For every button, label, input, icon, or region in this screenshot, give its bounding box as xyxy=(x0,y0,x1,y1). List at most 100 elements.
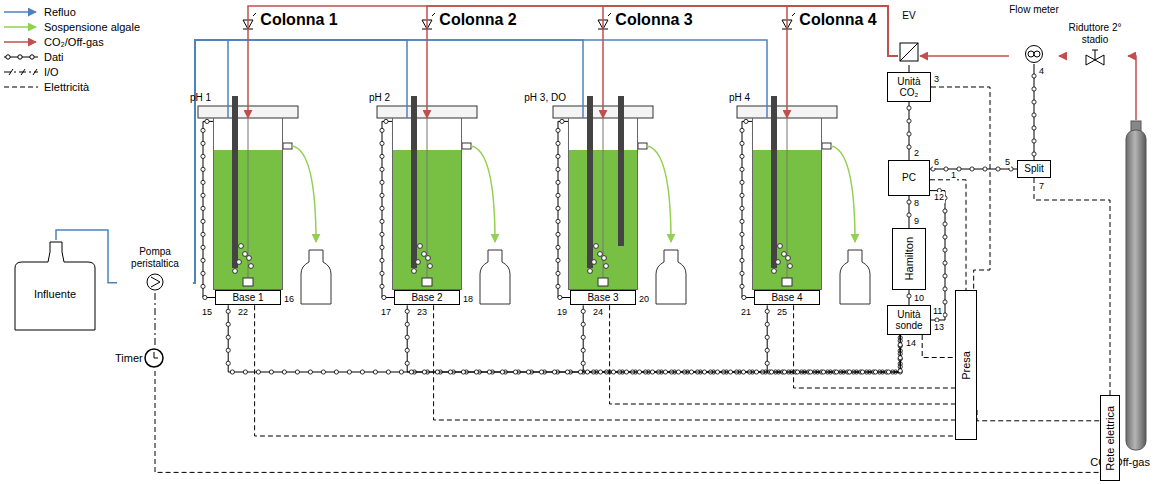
data-dot xyxy=(203,295,207,299)
data-dot xyxy=(539,370,543,374)
data-dot xyxy=(765,322,769,326)
node-label: EV xyxy=(902,10,915,22)
data-dot xyxy=(556,180,560,184)
data-dot xyxy=(556,193,560,197)
node-label: Base 3 xyxy=(587,292,618,304)
callout-number: 4 xyxy=(1038,66,1045,77)
callout-number: 8 xyxy=(913,198,920,209)
bubble xyxy=(782,252,787,257)
overflow-port xyxy=(638,143,647,149)
connector xyxy=(931,87,990,290)
connector xyxy=(193,40,583,283)
column-title: Colonna 3 xyxy=(615,11,692,29)
data-dot xyxy=(552,370,556,374)
data-dot xyxy=(740,219,744,223)
data-dot xyxy=(380,284,384,288)
callout-number: 5 xyxy=(1004,157,1011,168)
bubble xyxy=(422,252,427,257)
data-dot xyxy=(380,258,384,262)
data-dot xyxy=(740,245,744,249)
data-dot xyxy=(769,370,773,374)
node-label: Unità sonde xyxy=(889,309,929,332)
data-dot xyxy=(560,119,564,123)
data-dot xyxy=(380,206,384,210)
data-dot xyxy=(765,348,769,352)
data-dot xyxy=(399,370,403,374)
connector xyxy=(930,180,966,290)
data-dot xyxy=(201,167,205,171)
connector xyxy=(583,305,900,372)
data-dot xyxy=(702,370,706,374)
legend-text: I/O xyxy=(44,65,59,79)
bubble xyxy=(243,252,248,257)
data-dot xyxy=(1032,126,1036,130)
bubble xyxy=(598,252,603,257)
node-label: pH 4 xyxy=(729,92,750,104)
data-dot xyxy=(943,274,947,278)
data-dot xyxy=(556,206,560,210)
data-dot xyxy=(230,370,234,374)
column-title: Colonna 1 xyxy=(260,11,337,29)
data-dot xyxy=(556,271,560,275)
instrument: Riduttore 2° stadio xyxy=(1062,22,1128,66)
data-dot xyxy=(461,370,465,374)
data-dot xyxy=(943,235,947,239)
bubble xyxy=(412,269,417,274)
data-dot xyxy=(334,370,338,374)
data-dot xyxy=(201,258,205,262)
drawing-part xyxy=(1034,51,1040,57)
data-dot xyxy=(611,370,615,374)
data-dot xyxy=(970,167,974,171)
legend-line xyxy=(4,72,38,73)
data-dot xyxy=(558,295,562,299)
legend-text: Dati xyxy=(44,50,64,64)
legend-line xyxy=(4,11,36,13)
data-dot xyxy=(226,348,230,352)
process-box: Rete elettrica xyxy=(1100,395,1120,481)
data-dot xyxy=(409,370,413,374)
data-dot xyxy=(226,309,230,313)
data-dot xyxy=(347,370,351,374)
probe xyxy=(587,96,593,268)
diffuser xyxy=(598,278,608,286)
bubble xyxy=(237,260,242,265)
flowmeter-symbol xyxy=(1024,44,1044,64)
data-dot xyxy=(380,232,384,236)
process-box: Base 3 xyxy=(570,290,636,306)
bubble xyxy=(786,256,791,261)
data-dot xyxy=(740,284,744,288)
data-dot xyxy=(360,370,364,374)
connector xyxy=(193,40,407,283)
callout-number: 18 xyxy=(462,294,474,305)
data-dot xyxy=(598,370,602,374)
data-dot xyxy=(282,370,286,374)
data-dot xyxy=(556,141,560,145)
pump-symbol xyxy=(145,272,165,292)
data-dot xyxy=(405,335,409,339)
data-dot xyxy=(1032,139,1036,143)
callout-number: 22 xyxy=(237,307,249,318)
data-dot xyxy=(943,261,947,265)
data-dot xyxy=(898,343,902,347)
bubble xyxy=(418,244,423,249)
data-dot xyxy=(782,370,786,374)
drawing-part xyxy=(145,349,163,367)
data-dot xyxy=(741,370,745,374)
drawing-part xyxy=(1026,46,1043,63)
drawing-part xyxy=(154,352,158,358)
bubble xyxy=(249,264,254,269)
node-label: Base 4 xyxy=(771,292,802,304)
process-box: Base 2 xyxy=(394,290,460,306)
data-dot xyxy=(380,245,384,249)
data-dot xyxy=(201,271,205,275)
data-dot xyxy=(226,361,230,365)
data-dot xyxy=(384,119,388,123)
data-dot xyxy=(256,370,260,374)
callout-number: 24 xyxy=(592,307,604,318)
data-dot xyxy=(740,167,744,171)
callout-number: 17 xyxy=(380,307,392,318)
connector xyxy=(922,335,955,358)
data-dot xyxy=(269,370,273,374)
data-dot xyxy=(740,271,744,275)
